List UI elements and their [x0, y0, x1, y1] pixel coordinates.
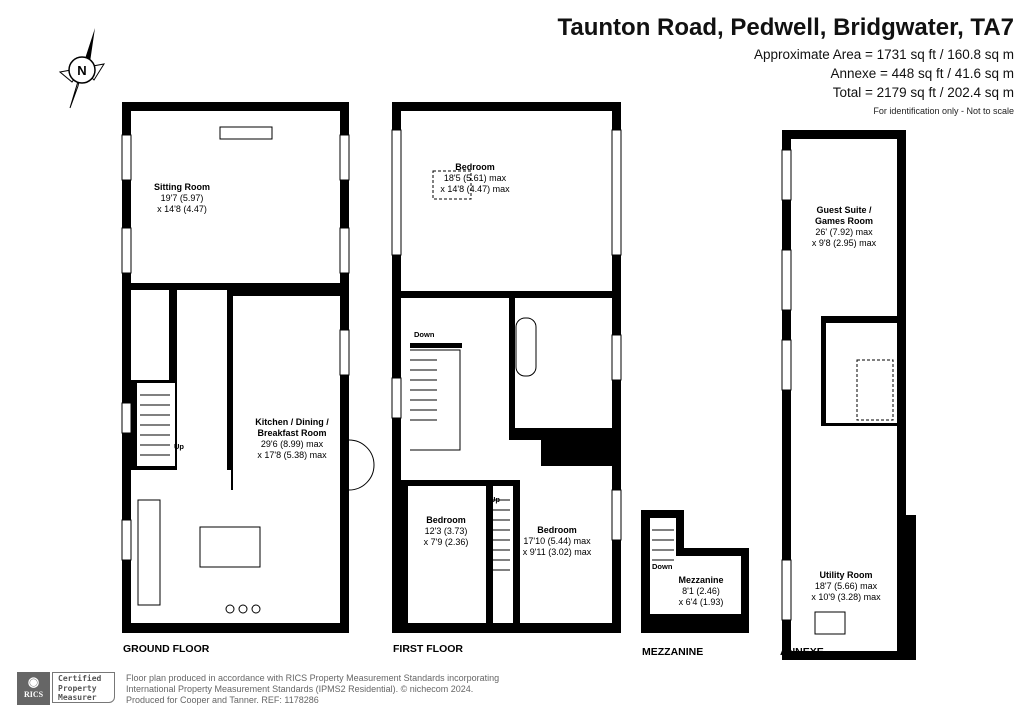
annexe-plan: Guest Suite / Games Room 26' (7.92) max … — [781, 130, 916, 660]
first-floor-plan: Down Up Bedroom 18'5 (5.61) max x 14'8 (… — [391, 102, 622, 633]
bedroom-2-dim2: x 7'9 (2.36) — [424, 537, 469, 547]
mezzanine-stairs-label: Down — [652, 562, 673, 571]
footer-text: Floor plan produced in accordance with R… — [126, 673, 526, 706]
footer-line-1: Floor plan produced in accordance with R… — [126, 673, 500, 683]
bedroom-3-dim2: x 9'11 (3.02) max — [523, 547, 592, 557]
ground-floor-label: GROUND FLOOR — [123, 643, 210, 655]
first-stairs-up-label: Up — [490, 495, 500, 504]
scale-note: For identification only - Not to scale — [873, 106, 1014, 116]
compass-north-label: N — [77, 63, 86, 78]
rics-org-text: RICS — [23, 690, 44, 699]
guest-suite-name-2: Games Room — [815, 216, 873, 226]
kitchen-dim2: x 17'8 (5.38) max — [257, 450, 327, 460]
bedroom-1-dim2: x 14'8 (4.47) max — [440, 184, 510, 194]
footer-line-3: Produced for Cooper and Tanner. REF: 117… — [126, 695, 319, 705]
approximate-area: Approximate Area = 1731 sq ft / 160.8 sq… — [753, 47, 1014, 62]
sitting-room-dim2: x 14'8 (4.47) — [157, 204, 207, 214]
utility-room-name: Utility Room — [820, 570, 873, 580]
guest-suite-dim1: 26' (7.92) max — [815, 227, 873, 237]
rics-lion-icon: ◉ — [27, 674, 40, 689]
sitting-room-dim1: 19'7 (5.97) — [161, 193, 204, 203]
sitting-room-name: Sitting Room — [154, 182, 210, 192]
ground-floor-plan: Up Sitting Room 19'7 (5.97) x 14'8 (4.47… — [121, 102, 375, 633]
badge-line-2: Property — [58, 683, 97, 693]
utility-room-dim2: x 10'9 (3.28) max — [811, 592, 881, 602]
first-stairs-down-label: Down — [414, 330, 435, 339]
kitchen-name-1: Kitchen / Dining / — [255, 417, 329, 427]
utility-room-dim1: 18'7 (5.66) max — [815, 581, 878, 591]
compass-icon: N — [58, 28, 106, 109]
mezzanine-name: Mezzanine — [678, 575, 723, 585]
total-area: Total = 2179 sq ft / 202.4 sq m — [832, 85, 1014, 100]
guest-suite-dim2: x 9'8 (2.95) max — [812, 238, 877, 248]
rics-badge: ◉RICS Certified Property Measurer — [17, 672, 117, 705]
badge-line-3: Measurer — [58, 693, 97, 702]
bedroom-3-dim1: 17'10 (5.44) max — [523, 536, 591, 546]
annexe-label: ANNEXE — [780, 646, 824, 658]
mezzanine-label: MEZZANINE — [642, 646, 703, 658]
first-floor-label: FIRST FLOOR — [393, 643, 463, 655]
ground-stairs-label: Up — [174, 442, 184, 451]
mezzanine-dim1: 8'1 (2.46) — [682, 586, 720, 596]
kitchen-name-2: Breakfast Room — [257, 428, 326, 438]
footer-line-2: International Property Measurement Stand… — [126, 684, 474, 694]
badge-line-1: Certified — [58, 674, 102, 683]
guest-suite-name-1: Guest Suite / — [816, 205, 872, 215]
bedroom-2-dim1: 12'3 (3.73) — [425, 526, 468, 536]
kitchen-dim1: 29'6 (8.99) max — [261, 439, 324, 449]
bedroom-3-name: Bedroom — [537, 525, 577, 535]
mezzanine-dim2: x 6'4 (1.93) — [679, 597, 724, 607]
annexe-area: Annexe = 448 sq ft / 41.6 sq m — [830, 66, 1015, 81]
property-title: Taunton Road, Pedwell, Bridgwater, TA7 — [557, 14, 1015, 41]
bedroom-1-name: Bedroom — [455, 162, 495, 172]
mezzanine-plan: Down Mezzanine 8'1 (2.46) x 6'4 (1.93) — [641, 510, 749, 633]
bedroom-2-name: Bedroom — [426, 515, 466, 525]
bedroom-1-dim1: 18'5 (5.61) max — [444, 173, 507, 183]
